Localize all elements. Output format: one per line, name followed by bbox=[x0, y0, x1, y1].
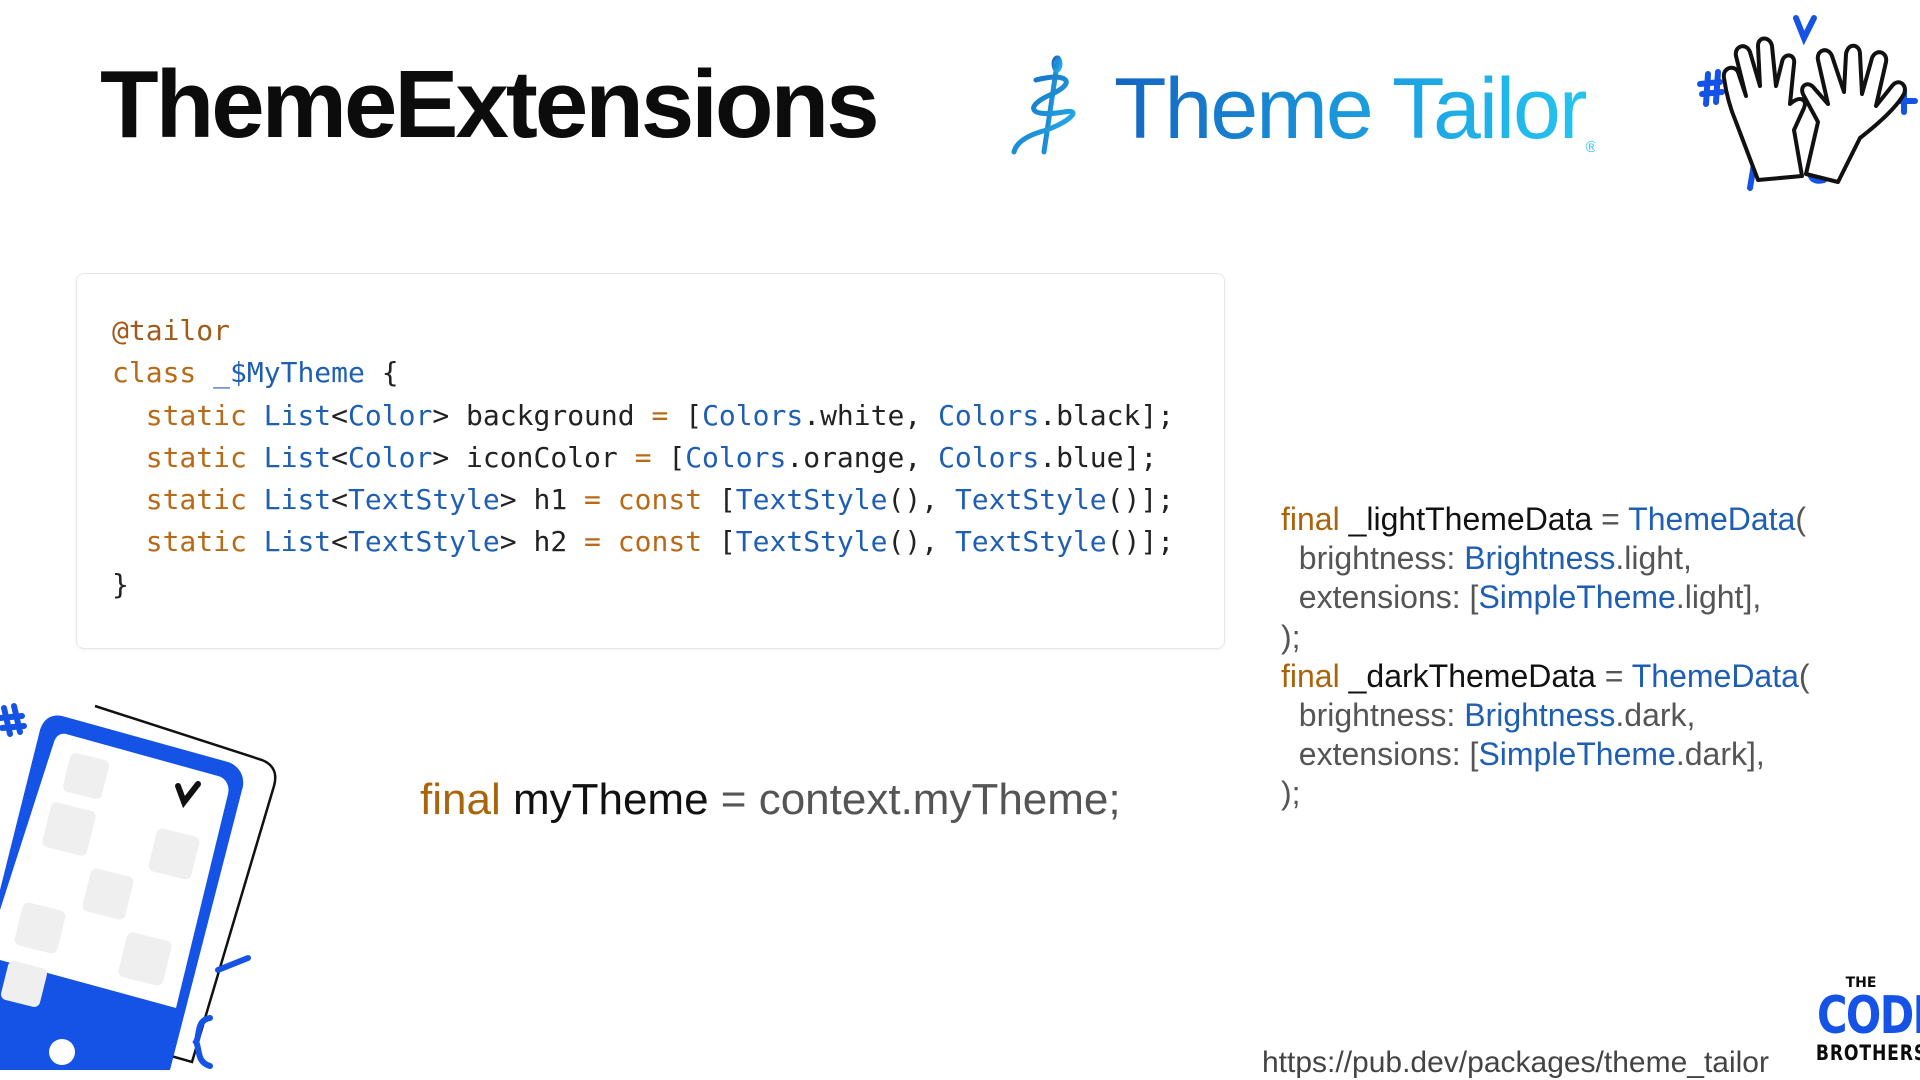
package-url[interactable]: https://pub.dev/packages/theme_tailor bbox=[1262, 1046, 1769, 1079]
logo-wordmark: Theme Tailor® bbox=[1114, 61, 1596, 157]
theme-tailor-logo: Theme Tailor® bbox=[1006, 52, 1586, 162]
phone-illustration-icon bbox=[0, 703, 277, 1070]
usage-code-line: final myTheme = context.myTheme; bbox=[420, 775, 1121, 824]
needle-thread-icon bbox=[1011, 55, 1076, 155]
theme-data-code: final _lightThemeData = ThemeData( brigh… bbox=[1281, 501, 1810, 812]
code-card: @tailor class _$MyTheme { static List<Co… bbox=[76, 273, 1225, 649]
slide-title: ThemeExtensions bbox=[100, 51, 880, 158]
high-five-hands-icon bbox=[1697, 15, 1918, 191]
theme-class-code: @tailor class _$MyTheme { static List<Co… bbox=[112, 314, 1175, 601]
code-brothers-logo: THE CODE BROTHERS bbox=[1815, 975, 1920, 1065]
